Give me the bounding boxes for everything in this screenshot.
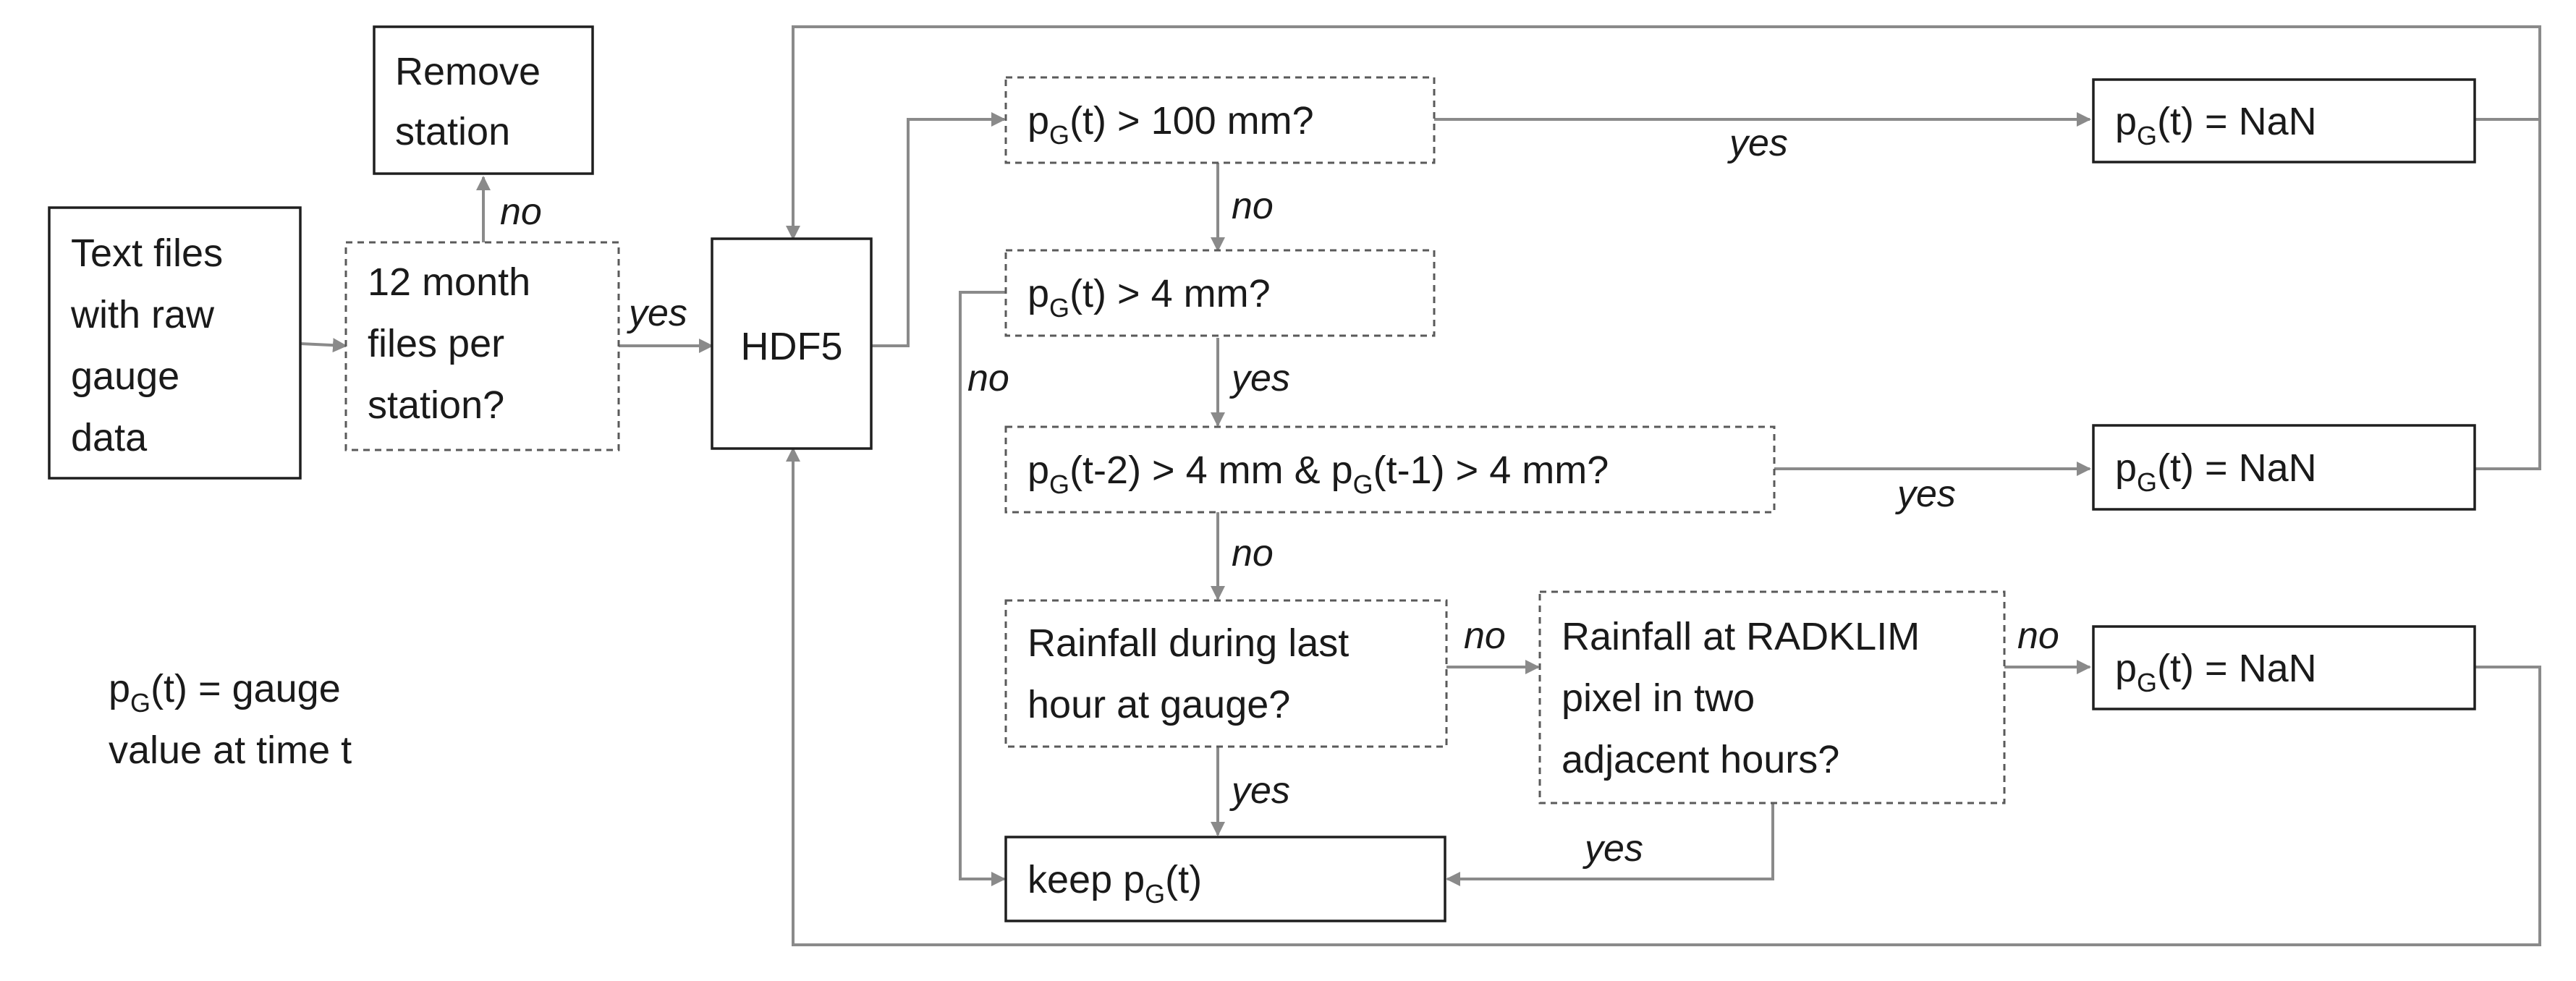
svg-text:pG(t) = gauge: pG(t) = gauge bbox=[109, 667, 341, 718]
label-no-gt4: no bbox=[967, 357, 1009, 399]
node-check-gt100-sub: G bbox=[1049, 120, 1069, 150]
node-check-gt4-sub: G bbox=[1049, 293, 1069, 323]
node-check-gt4-p: p bbox=[1028, 272, 1049, 315]
node-check-gt4: pG(t) > 4 mm? bbox=[1004, 249, 1436, 337]
node-12-month-line-2: files per bbox=[368, 322, 504, 365]
edges bbox=[300, 112, 2091, 886]
node-check-gt100: pG(t) > 100 mm? bbox=[1004, 76, 1436, 164]
node-text-files-line-2: with raw bbox=[70, 293, 215, 336]
node-text-files-line-3: gauge bbox=[71, 354, 179, 398]
node-check-gt100-p: p bbox=[1028, 99, 1049, 143]
label-yes-hdf5: yes bbox=[627, 292, 687, 334]
edge-textfiles-to-12month bbox=[300, 338, 347, 353]
edge-radklim-to-keep bbox=[1446, 803, 1774, 886]
legend-line-1: (t) = gauge bbox=[151, 667, 341, 710]
node-nan-3: pG(t) = NaN bbox=[2092, 625, 2476, 710]
svg-text:pG(t) = NaN: pG(t) = NaN bbox=[2115, 446, 2317, 497]
node-check-previous-end: (t-1) > 4 mm? bbox=[1373, 449, 1609, 492]
label-no-radklim: no bbox=[2017, 615, 2059, 657]
node-rainfall-at-gauge: Rainfall during last hour at gauge? bbox=[1004, 599, 1448, 748]
label-yes-gt4: yes bbox=[1229, 357, 1290, 399]
node-text-files-line-4: data bbox=[71, 416, 148, 459]
node-check-gt100-text: (t) > 100 mm? bbox=[1069, 99, 1314, 143]
node-nan-3-sub: G bbox=[2137, 668, 2157, 697]
node-keep-text: (t) bbox=[1165, 858, 1202, 901]
node-check-previous-p1: p bbox=[1028, 449, 1049, 492]
node-rainfall-radklim-line-1: Rainfall at RADKLIM bbox=[1562, 615, 1920, 658]
svg-text:pG(t) > 4 mm?: pG(t) > 4 mm? bbox=[1028, 272, 1271, 323]
node-check-previous-hours: pG(t-2) > 4 mm & pG(t-1) > 4 mm? bbox=[1004, 425, 1776, 514]
label-yes-radklim: yes bbox=[1583, 828, 1643, 870]
label-no-previous: no bbox=[1232, 532, 1274, 574]
node-keep-pre: keep p bbox=[1028, 858, 1145, 901]
svg-text:pG(t) = NaN: pG(t) = NaN bbox=[2115, 100, 2317, 150]
svg-text:pG(t) = NaN: pG(t) = NaN bbox=[2115, 647, 2317, 697]
node-remove-station: Remove station bbox=[373, 25, 594, 175]
label-yes-gt100: yes bbox=[1727, 122, 1788, 164]
node-keep: keep pG(t) bbox=[1004, 836, 1446, 922]
node-12-month-line-1: 12 month bbox=[368, 260, 530, 304]
node-nan-1: pG(t) = NaN bbox=[2092, 78, 2476, 164]
node-rainfall-gauge-line-2: hour at gauge? bbox=[1028, 683, 1290, 726]
legend-sub: G bbox=[130, 688, 151, 718]
label-no-gt100: no bbox=[1232, 185, 1274, 227]
node-check-previous-mid: (t-2) > 4 mm & p bbox=[1069, 449, 1353, 492]
node-12-month-files: 12 month files per station? bbox=[344, 241, 620, 451]
node-text-files-line-1: Text files bbox=[71, 232, 223, 275]
node-nan-1-sub: G bbox=[2137, 121, 2157, 150]
legend: pG(t) = gauge value at time t bbox=[109, 667, 352, 772]
feedback-loop-lines bbox=[786, 25, 2541, 946]
node-remove-station-line-1: Remove bbox=[395, 50, 541, 93]
label-yes-previous: yes bbox=[1895, 473, 1956, 515]
node-rainfall-radklim-line-2: pixel in two bbox=[1562, 676, 1755, 720]
node-rainfall-gauge-line-1: Rainfall during last bbox=[1028, 621, 1349, 665]
node-remove-station-line-2: station bbox=[395, 110, 510, 153]
node-nan-1-text: (t) = NaN bbox=[2157, 100, 2317, 143]
node-keep-sub: G bbox=[1145, 879, 1165, 909]
node-check-previous-sub1: G bbox=[1049, 470, 1069, 499]
label-no-raingauge: no bbox=[1464, 615, 1506, 657]
node-check-gt4-text: (t) > 4 mm? bbox=[1069, 272, 1271, 315]
svg-text:keep pG(t): keep pG(t) bbox=[1028, 858, 1202, 909]
node-text-files: Text files with raw gauge data bbox=[48, 206, 302, 480]
node-nan-3-text: (t) = NaN bbox=[2157, 647, 2317, 690]
node-rainfall-radklim-line-3: adjacent hours? bbox=[1562, 738, 1839, 781]
node-check-previous-sub2: G bbox=[1353, 470, 1373, 499]
edge-labels: no yes yes no yes no yes no no yes no ye… bbox=[500, 122, 2059, 870]
node-12-month-line-3: station? bbox=[368, 383, 504, 427]
label-yes-raingauge: yes bbox=[1229, 770, 1290, 812]
edge-gt4-no-to-keep bbox=[959, 291, 1006, 886]
node-rainfall-at-radklim: Rainfall at RADKLIM pixel in two adjacen… bbox=[1538, 590, 2006, 804]
node-hdf5: HDF5 bbox=[711, 237, 873, 450]
legend-line-2: value at time t bbox=[109, 729, 352, 772]
node-nan-1-p: p bbox=[2115, 100, 2137, 143]
legend-p: p bbox=[109, 667, 130, 710]
label-no-remove: no bbox=[500, 191, 542, 233]
svg-text:pG(t) > 100 mm?: pG(t) > 100 mm? bbox=[1028, 99, 1314, 150]
node-nan-2: pG(t) = NaN bbox=[2092, 424, 2476, 511]
node-nan-2-p: p bbox=[2115, 446, 2137, 490]
node-nan-2-text: (t) = NaN bbox=[2157, 446, 2317, 490]
svg-text:pG(t-2) > 4 mm & pG(t-1) > 4 m: pG(t-2) > 4 mm & pG(t-1) > 4 mm? bbox=[1028, 449, 1609, 499]
node-hdf5-label: HDF5 bbox=[740, 325, 842, 368]
node-nan-3-p: p bbox=[2115, 647, 2137, 690]
node-nan-2-sub: G bbox=[2137, 467, 2157, 497]
edge-hdf5-to-gt100 bbox=[871, 112, 1006, 347]
